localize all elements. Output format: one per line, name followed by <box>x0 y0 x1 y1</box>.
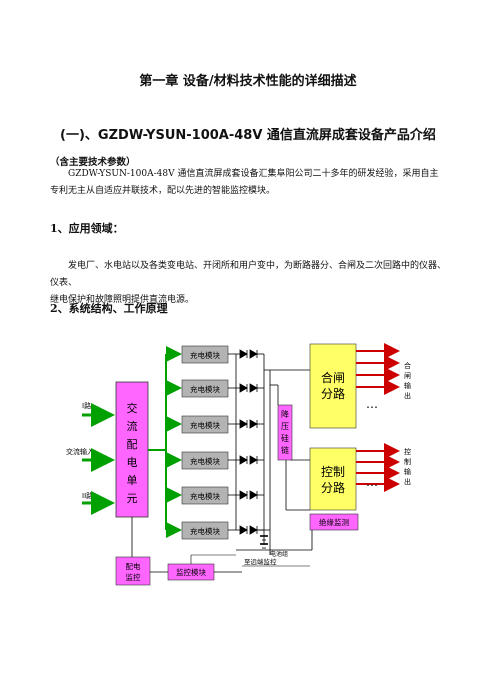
control-output-arrows <box>356 443 400 492</box>
closing-output-arrows <box>356 343 400 395</box>
voltage-dropper <box>277 404 293 461</box>
ac-unit-char: 电 <box>127 456 138 469</box>
charger-module: 充电模块 <box>181 451 229 470</box>
monitor-module-label: 监控模块 <box>176 567 206 577</box>
closing-branch-label: 合闸 <box>321 370 345 385</box>
ac-unit-char: 单 <box>127 474 138 487</box>
intro-paragraph: GZDW-YSUN-100A-48V 通信直流屏成套设备汇集阜阳公司二十多年的研… <box>50 166 452 200</box>
dropper-char: 降 <box>281 409 289 419</box>
charger-module: 充电模块 <box>181 486 229 505</box>
intro-line-1: GZDW-YSUN-100A-48V 通信直流屏成套设备汇集阜阳公司二十多年的研… <box>68 169 439 179</box>
ac-unit-char: 交 <box>127 401 138 415</box>
charger-module: 充电模块 <box>181 379 229 398</box>
ac-unit-char: 元 <box>127 492 138 505</box>
charger-label: 充电模块 <box>190 491 220 501</box>
battery-label: 电池组 <box>270 550 288 558</box>
intro-line-2: 专利无主从自适应并联技术，配以先进的智能监控模块。 <box>50 186 276 196</box>
closing-output-char: 闸 <box>404 372 411 380</box>
ac-unit-char: 流 <box>127 419 138 433</box>
charger-label: 充电模块 <box>190 526 220 536</box>
charger-module: 充电模块 <box>181 415 229 434</box>
dist-monitor-label: 配电 <box>126 561 141 571</box>
control-branch-label: 控制 <box>321 465 345 479</box>
input-1-label: I路 <box>82 401 91 410</box>
control-output-char: 制 <box>404 457 411 466</box>
charger-module: 充电模块 <box>181 345 229 364</box>
remote-label: 至远端监控 <box>244 557 277 566</box>
insulation-monitor <box>309 513 359 531</box>
specs-note: （含主要技术参数） <box>50 157 136 168</box>
charger-module: 充电模块 <box>181 521 229 540</box>
system-diagram: I路 交流输入 II路 交 流 配 电 单 元 充电模块 充电模块 充电模块 充… <box>66 343 411 586</box>
dist-monitor-label: 监控 <box>126 572 141 582</box>
control-output-char: 输 <box>404 467 411 476</box>
dropper-char: 压 <box>281 422 289 431</box>
applications-line-1: 发电厂、水电站以及各类变电站、开闭所和用户变中，为断路器分、合闸及二次回路中的仪… <box>50 261 447 288</box>
ac-distribution-unit <box>115 381 149 518</box>
applications-paragraph: 发电厂、水电站以及各类变电站、开闭所和用户变中，为断路器分、合闸及二次回路中的仪… <box>50 258 452 309</box>
closing-branch-box <box>309 343 357 429</box>
control-output-char: 控 <box>404 447 411 456</box>
charger-label: 充电模块 <box>190 384 220 394</box>
applications-line-2: 继电保护和故障照明提供直流电源。 <box>50 295 195 305</box>
heading-applications: 1、应用领域： <box>50 222 124 235</box>
insulation-label: 绝缘监测 <box>319 517 349 527</box>
control-ellipsis: … <box>366 475 378 489</box>
ac-unit-char: 配 <box>127 438 138 451</box>
control-branch-box <box>309 447 357 511</box>
input-2-label: II路 <box>82 491 93 500</box>
closing-output-char: 出 <box>404 391 411 400</box>
control-branch-label: 分路 <box>321 480 345 495</box>
dropper-char: 链 <box>281 445 289 455</box>
closing-output-char: 输 <box>404 381 411 390</box>
control-output-char: 出 <box>404 477 411 486</box>
heading-structure: 2、系统结构、工作原理 <box>50 302 168 315</box>
closing-ellipsis: … <box>366 397 378 411</box>
section-title: (一)、GZDW-YSUN-100A-48V 通信直流屏成套设备产品介绍 <box>60 128 436 143</box>
dist-monitor-box <box>115 556 151 586</box>
chapter-title: 第一章 设备/材料技术性能的详细描述 <box>139 74 357 89</box>
closing-output-char: 合 <box>404 361 411 370</box>
dropper-char: 硅 <box>281 433 289 443</box>
closing-branch-label: 分路 <box>321 386 345 401</box>
diode-network <box>228 349 313 555</box>
input-ac-label: 交流输入 <box>66 447 94 456</box>
charger-label: 充电模块 <box>190 420 220 430</box>
charger-label: 充电模块 <box>190 456 220 466</box>
charger-label: 充电模块 <box>190 350 220 360</box>
